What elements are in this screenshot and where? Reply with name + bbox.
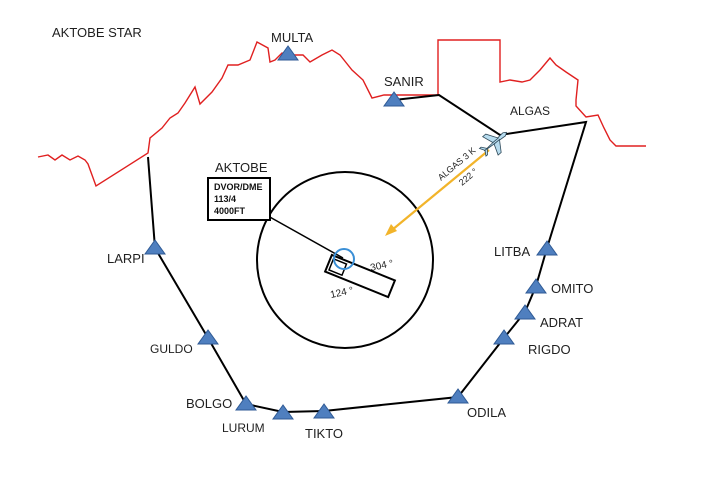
chart-title: AKTOBE STAR bbox=[52, 25, 142, 40]
navaid-altitude: 4000FT bbox=[214, 206, 246, 216]
airport-name: AKTOBE bbox=[215, 160, 268, 175]
fix-label-tikto: TIKTO bbox=[305, 426, 343, 441]
fix-label-algas: ALGAS bbox=[510, 104, 550, 118]
fix-label-rigdo: RIGDO bbox=[528, 342, 571, 357]
terminal-area-circle bbox=[256, 171, 434, 349]
fir-border bbox=[37, 39, 646, 188]
navaid-box bbox=[207, 177, 271, 221]
fix-marker-bolgo bbox=[235, 395, 257, 411]
fix-label-lurum: LURUM bbox=[222, 421, 265, 435]
fix-label-multa: MULTA bbox=[271, 30, 313, 45]
vor-symbol bbox=[333, 248, 355, 270]
navaid-type: DVOR/DME bbox=[214, 182, 263, 192]
fix-marker-adrat bbox=[514, 304, 536, 320]
fix-label-odila: ODILA bbox=[467, 405, 506, 420]
fix-marker-rigdo bbox=[493, 329, 515, 345]
fix-marker-larpi bbox=[144, 239, 166, 255]
route-label-course: 222 ° bbox=[457, 166, 480, 187]
fix-marker-multa bbox=[277, 45, 299, 61]
runway bbox=[323, 253, 397, 299]
airplane-icon bbox=[478, 131, 508, 157]
fix-marker-litba bbox=[536, 240, 558, 256]
arrival-arrow bbox=[385, 149, 490, 236]
fix-label-bolgo: BOLGO bbox=[186, 396, 232, 411]
navaid-leader-line bbox=[267, 215, 344, 259]
fix-marker-guldo bbox=[197, 329, 219, 345]
runway-heading-304: 304 ° bbox=[369, 258, 394, 274]
fix-label-omito: OMITO bbox=[551, 281, 593, 296]
fix-marker-sanir bbox=[383, 91, 405, 107]
fix-label-guldo: GULDO bbox=[150, 342, 193, 356]
navaid-frequency: 113/4 bbox=[214, 194, 236, 204]
runway-heading-124: 124 ° bbox=[329, 285, 354, 301]
fix-label-larpi: LARPI bbox=[107, 251, 145, 266]
fix-marker-omito bbox=[525, 278, 547, 294]
fix-marker-tikto bbox=[313, 403, 335, 419]
fix-marker-odila bbox=[447, 388, 469, 404]
fix-label-sanir: SANIR bbox=[384, 74, 424, 89]
fix-marker-lurum bbox=[272, 404, 294, 420]
fix-label-litba: LITBA bbox=[494, 244, 530, 259]
fix-label-adrat: ADRAT bbox=[540, 315, 583, 330]
